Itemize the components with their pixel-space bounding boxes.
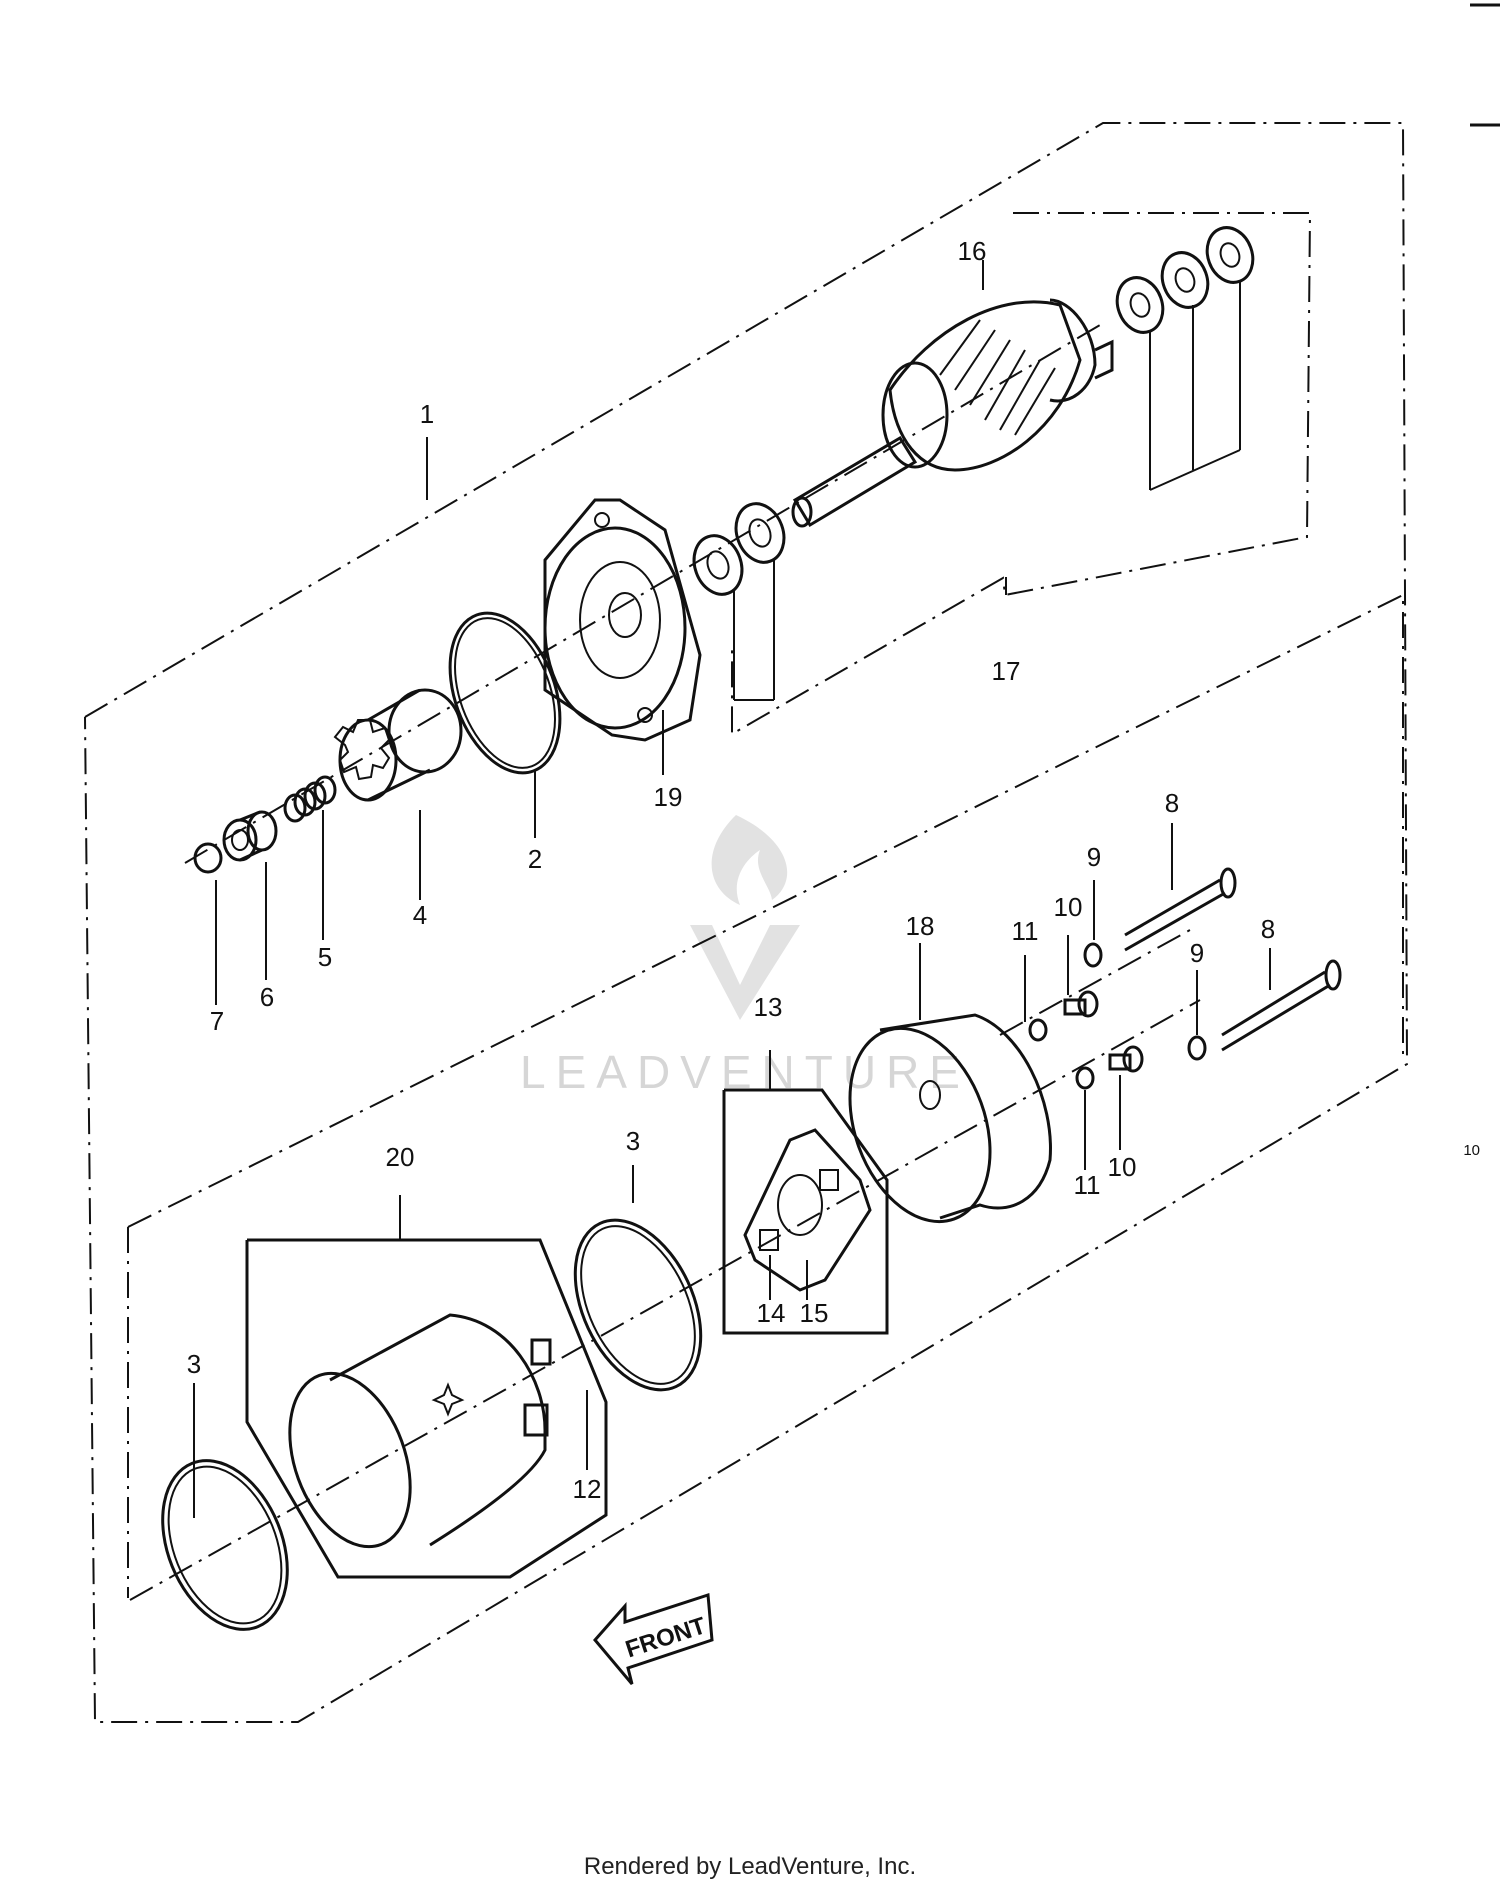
callout-3-middle: 3 xyxy=(626,1126,640,1156)
part-7-snap-ring xyxy=(193,842,223,874)
upper-centerline xyxy=(184,324,1101,864)
callout-10-upper: 10 xyxy=(1054,892,1083,922)
callout-10-lower: 10 xyxy=(1108,1152,1137,1182)
callout-17: 17 xyxy=(992,656,1021,686)
assembly-boundary xyxy=(84,122,1409,1723)
callout-7: 7 xyxy=(210,1006,224,1036)
part-11-lock-washers xyxy=(1028,1018,1095,1090)
callout-2: 2 xyxy=(528,844,542,874)
part-3-o-ring-left xyxy=(161,1459,289,1631)
watermark: LEADVENTURE xyxy=(520,815,960,1098)
callout-11-upper: 11 xyxy=(1012,916,1039,946)
callout-4: 4 xyxy=(413,900,427,930)
part-3-o-ring-middle xyxy=(573,1218,703,1392)
callout-14: 14 xyxy=(757,1298,786,1328)
callout-6: 6 xyxy=(260,982,274,1012)
part-9-washers xyxy=(1083,942,1207,1061)
washer-group-bracket xyxy=(731,212,1312,736)
lower-section-boundary xyxy=(127,593,1404,1228)
leader-lines xyxy=(193,260,1271,1518)
callout-9-upper: 9 xyxy=(1087,842,1101,872)
part-5-spring xyxy=(283,775,337,823)
footer-credit: Rendered by LeadVenture, Inc. xyxy=(583,1853,917,1880)
part-17-washers-right xyxy=(1115,226,1255,334)
part-16-armature xyxy=(791,298,1114,528)
part-13-bracket xyxy=(722,1088,889,1335)
callout-3-left: 3 xyxy=(187,1349,201,1379)
callout-8-lower: 8 xyxy=(1261,914,1275,944)
part-8-through-bolts xyxy=(1124,867,1342,1052)
part-4-pinion-gear xyxy=(333,688,463,802)
part-20-yoke xyxy=(288,1313,552,1549)
part-10-screws xyxy=(1063,990,1144,1073)
callout-9-lower: 9 xyxy=(1190,938,1204,968)
callout-11-lower: 11 xyxy=(1074,1170,1101,1200)
part-18-rear-cover xyxy=(848,1013,1052,1224)
callout-18: 18 xyxy=(906,911,935,941)
callout-19: 19 xyxy=(654,782,683,812)
part-20-bracket xyxy=(245,1238,608,1579)
part-19-front-housing xyxy=(543,498,702,742)
callout-16: 16 xyxy=(958,236,987,266)
callout-12: 12 xyxy=(573,1474,602,1504)
callout-15: 15 xyxy=(800,1298,829,1328)
callout-20: 20 xyxy=(386,1142,415,1172)
part-17-washers-left xyxy=(692,502,786,596)
callout-8-upper: 8 xyxy=(1165,788,1179,818)
callout-13: 13 xyxy=(754,992,783,1022)
callout-5: 5 xyxy=(318,942,332,972)
side-page-marker: 10 xyxy=(1463,1142,1480,1159)
front-arrow: FRONT xyxy=(593,1592,714,1685)
callout-1: 1 xyxy=(420,399,434,429)
part-6-collar xyxy=(222,810,278,862)
